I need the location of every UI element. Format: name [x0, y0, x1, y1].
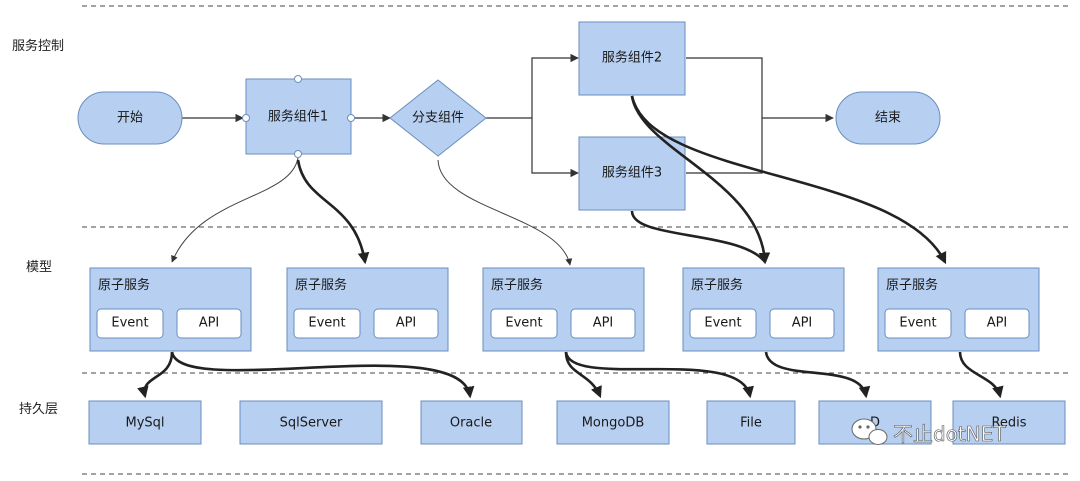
atomic-service-title: 原子服务: [295, 277, 347, 293]
store-d-label: D: [870, 416, 880, 431]
layer-label-model: 模型: [26, 260, 52, 275]
api-box: [176, 308, 242, 339]
service-component-1-label: 服务组件1: [268, 109, 328, 125]
store-file-label: File: [740, 416, 762, 431]
edge-component1-to-atomic2: [296, 159, 370, 265]
atomic-service-title: 原子服务: [491, 277, 543, 293]
end-node: [835, 91, 941, 145]
store-redis: [952, 400, 1066, 445]
edge-atomic5-to-redis: [958, 351, 1004, 399]
branch-node-label: 分支组件: [412, 111, 464, 126]
store-mongodb-label: MongoDB: [582, 416, 645, 431]
watermark: 不止dotNET: [851, 418, 1007, 446]
edge-atomic1-to-mysql: [137, 351, 174, 399]
edge-component3-to-atomic4: [630, 210, 767, 263]
store-sqlserver-label: SqlServer: [280, 416, 343, 431]
end-node-label: 结束: [875, 111, 901, 126]
atomic-service-3: 原子服务 Event API: [482, 267, 645, 352]
edge-atomic4-to-d: [764, 351, 871, 399]
start-node-label: 开始: [117, 111, 143, 126]
event-label: Event: [704, 316, 741, 331]
atomic-service-2: 原子服务 Event API: [286, 267, 449, 352]
api-label: API: [396, 316, 417, 331]
edge-atomic3-to-mongodb: [564, 351, 602, 399]
atomic-service-title: 原子服务: [98, 277, 150, 293]
api-box: [964, 308, 1030, 339]
edge-component1-to-atomic1: [171, 157, 299, 263]
edge-branch-to-component3: [531, 118, 579, 178]
store-file: [706, 400, 796, 445]
atomic-service-1: 原子服务 Event API: [89, 267, 252, 352]
edge-component2-to-end: [686, 57, 834, 123]
edge-atomic3-to-file: [564, 351, 754, 399]
store-oracle: [420, 400, 523, 445]
store-mongodb: [556, 400, 670, 445]
edge-branch-to-atomic3: [437, 159, 573, 266]
event-box: [490, 308, 558, 339]
service-component-2: [578, 21, 686, 96]
port-left: [242, 114, 250, 122]
port-top: [294, 75, 302, 83]
api-label: API: [593, 316, 614, 331]
event-label: Event: [505, 316, 542, 331]
service-component-3-label: 服务组件3: [602, 165, 662, 181]
atomic-service-4: 原子服务 Event API: [682, 267, 845, 352]
api-label: API: [792, 316, 813, 331]
event-box: [689, 308, 757, 339]
event-label: Event: [308, 316, 345, 331]
edge-atomic1-to-oracle: [170, 351, 475, 399]
branch-node: [389, 79, 487, 157]
atomic-service-title: 原子服务: [691, 277, 743, 293]
atomic-service-5: 原子服务 Event API: [877, 267, 1040, 352]
store-oracle-label: Oracle: [450, 416, 492, 431]
store-sqlserver: [239, 400, 383, 445]
wechat-icon: [851, 418, 888, 445]
store-mysql-label: MySql: [125, 416, 164, 431]
layer-label-control: 服务控制: [12, 38, 64, 54]
service-component-2-label: 服务组件2: [602, 50, 662, 66]
api-box: [570, 308, 636, 339]
api-label: API: [987, 316, 1008, 331]
start-node: [77, 91, 183, 145]
api-box: [769, 308, 835, 339]
event-box: [884, 308, 952, 339]
edge-branch-to-component2: [486, 53, 579, 119]
atomic-service-title: 原子服务: [886, 277, 938, 293]
api-label: API: [199, 316, 220, 331]
event-box: [96, 308, 164, 339]
event-label: Event: [111, 316, 148, 331]
layer-label-persistence: 持久层: [19, 402, 58, 417]
event-label: Event: [899, 316, 936, 331]
edge-component2-to-atomic5: [630, 95, 947, 265]
edge-component3-to-end: [686, 118, 763, 174]
service-component-3: [578, 136, 686, 211]
store-redis-label: Redis: [991, 416, 1026, 431]
api-box: [373, 308, 439, 339]
port-bottom: [294, 150, 302, 158]
store-mysql: [88, 400, 202, 445]
event-box: [293, 308, 361, 339]
port-right: [347, 114, 355, 122]
watermark-text: 不止dotNET: [893, 422, 1006, 446]
